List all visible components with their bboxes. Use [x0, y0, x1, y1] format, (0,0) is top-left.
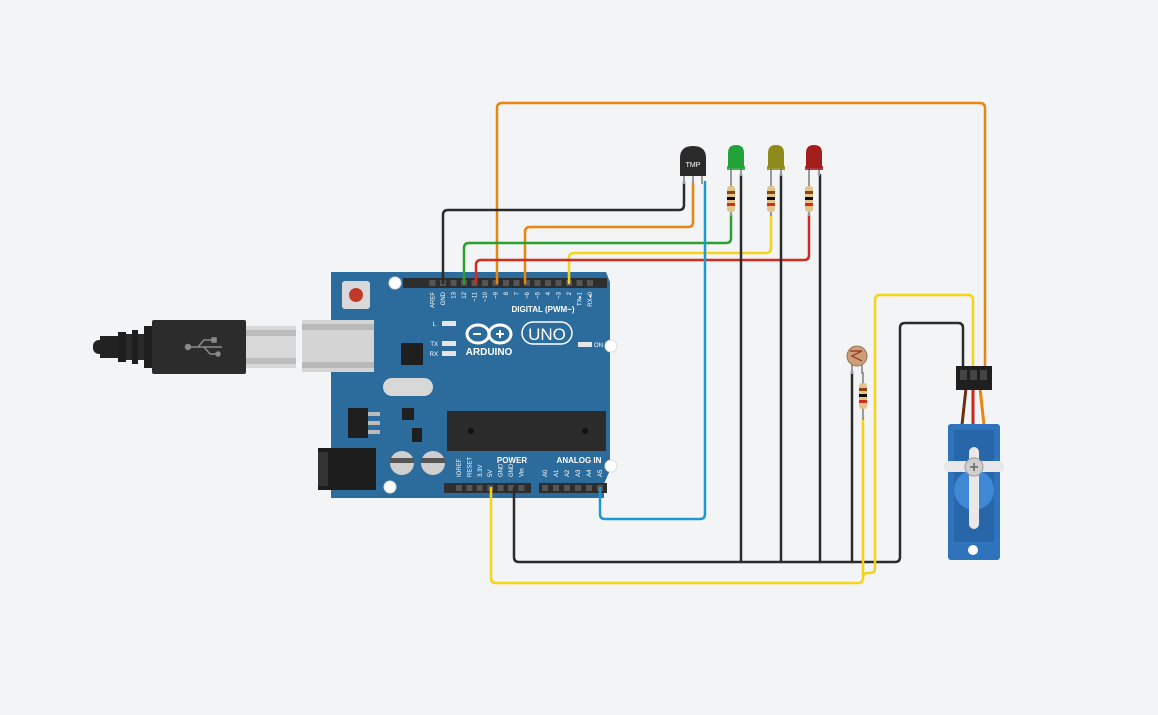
power-header-label: POWER: [497, 456, 527, 465]
temperature-sensor[interactable]: TMP: [680, 146, 706, 184]
power-pin[interactable]: [518, 485, 525, 491]
digital-pin-label: 13: [452, 291, 458, 298]
digital-pin[interactable]: [513, 280, 520, 286]
ldr-resistor[interactable]: [859, 372, 867, 420]
led-on-label: ON: [594, 343, 603, 349]
power-pin-label: GND: [509, 463, 515, 477]
led-red[interactable]: [805, 145, 823, 176]
led-rx-label: RX: [430, 352, 438, 358]
digital-pin[interactable]: [503, 280, 509, 286]
brand-label: ARDUINO: [466, 347, 513, 358]
digital-pin[interactable]: [492, 280, 499, 286]
led-olive[interactable]: [767, 145, 785, 176]
digital-pin-label: 8: [504, 291, 510, 295]
power-pin[interactable]: [508, 485, 514, 491]
digital-pin-label: TX▸1: [578, 291, 584, 306]
resistor[interactable]: [727, 176, 735, 216]
wire-red-led[interactable]: [474, 212, 811, 285]
digital-pin[interactable]: [524, 280, 530, 286]
digital-pin-label: ~5: [536, 291, 542, 299]
digital-pin[interactable]: [450, 280, 457, 286]
model-label: UNO: [528, 325, 566, 344]
sensor-label: TMP: [686, 162, 701, 169]
wire-blue-sensor[interactable]: [598, 180, 707, 521]
arduino-uno-board[interactable]: AREF GND 13 12 ~11 ~10 ~9 8 7 ~6 ~5 4 ~3 2 TX▸1 RX◂0 DI…: [302, 272, 618, 498]
led-l-label: L: [433, 322, 437, 328]
resistor[interactable]: [767, 176, 775, 216]
digital-pin[interactable]: [545, 280, 551, 286]
wire-black-ground-bus[interactable]: [512, 321, 965, 564]
analog-pin[interactable]: [586, 485, 592, 491]
digital-pin-label: AREF: [431, 292, 437, 308]
analog-pin[interactable]: [564, 485, 570, 491]
analog-pin-label: A3: [576, 469, 582, 477]
arduino-infinity-logo-icon: [465, 323, 513, 345]
digital-pin-label: RX◂0: [588, 291, 594, 306]
power-pin[interactable]: [466, 485, 473, 491]
wire-orange-servo[interactable]: [495, 101, 987, 377]
power-pin[interactable]: [497, 485, 504, 491]
wire-yellow-servo-power[interactable]: [861, 293, 975, 580]
digital-pin[interactable]: [471, 280, 478, 286]
servo-motor[interactable]: [944, 366, 1004, 560]
digital-pin-label: ~3: [557, 291, 563, 299]
analog-header-label: ANALOG IN: [557, 456, 602, 465]
digital-pin-label: ~6: [525, 291, 531, 299]
digital-pin[interactable]: [482, 280, 488, 286]
digital-pin-label: 12: [462, 291, 468, 298]
digital-pin-label: 4: [546, 291, 552, 295]
digital-pin-label: GND: [441, 291, 447, 305]
power-pin-label: IOREF: [457, 458, 463, 477]
usb-cable-icon: [93, 320, 296, 374]
digital-pin[interactable]: [534, 280, 541, 286]
wire-orange-sensor[interactable]: [523, 180, 695, 285]
analog-pin-label: A2: [565, 469, 571, 477]
digital-pin[interactable]: [555, 280, 562, 286]
wire-yellow-led[interactable]: [567, 212, 773, 285]
digital-pin-label: 2: [567, 291, 573, 295]
digital-pin-label: 7: [515, 291, 521, 295]
digital-pin-label: ~10: [483, 291, 489, 302]
wire-yellow-power-bus[interactable]: [489, 416, 865, 585]
digital-pin[interactable]: [587, 280, 593, 286]
power-pin-label: Vin: [519, 468, 525, 477]
usb-symbol-icon: [184, 337, 222, 357]
digital-header-label: DIGITAL (PWM~): [511, 305, 574, 314]
digital-pin[interactable]: [429, 280, 436, 286]
photoresistor[interactable]: [846, 345, 868, 374]
analog-pin[interactable]: [542, 485, 548, 491]
analog-pin[interactable]: [575, 485, 581, 491]
wire-green-led[interactable]: [462, 212, 733, 285]
led-tx-label: TX: [430, 342, 438, 348]
analog-pin-label: A4: [587, 469, 593, 477]
power-pin[interactable]: [476, 485, 483, 491]
analog-pin-label: A1: [554, 469, 560, 477]
led-green[interactable]: [727, 145, 745, 176]
resistor[interactable]: [805, 176, 813, 216]
power-pin-label: GND: [499, 463, 505, 477]
power-pin-label: 5V: [488, 470, 494, 477]
power-pin-label: RESET: [467, 457, 473, 477]
analog-pin[interactable]: [553, 485, 559, 491]
analog-pin-label: A0: [543, 469, 549, 477]
analog-header: [539, 483, 607, 493]
power-pin-label: 3.3V: [478, 465, 484, 477]
analog-pin-label: A5: [598, 469, 604, 477]
power-pin[interactable]: [456, 485, 462, 491]
crystal: [383, 378, 433, 396]
digital-pin[interactable]: [576, 280, 583, 286]
wire-black-sensor-gnd[interactable]: [441, 180, 686, 285]
digital-pin-label: ~9: [494, 291, 500, 299]
digital-pin-label: ~11: [473, 291, 479, 301]
